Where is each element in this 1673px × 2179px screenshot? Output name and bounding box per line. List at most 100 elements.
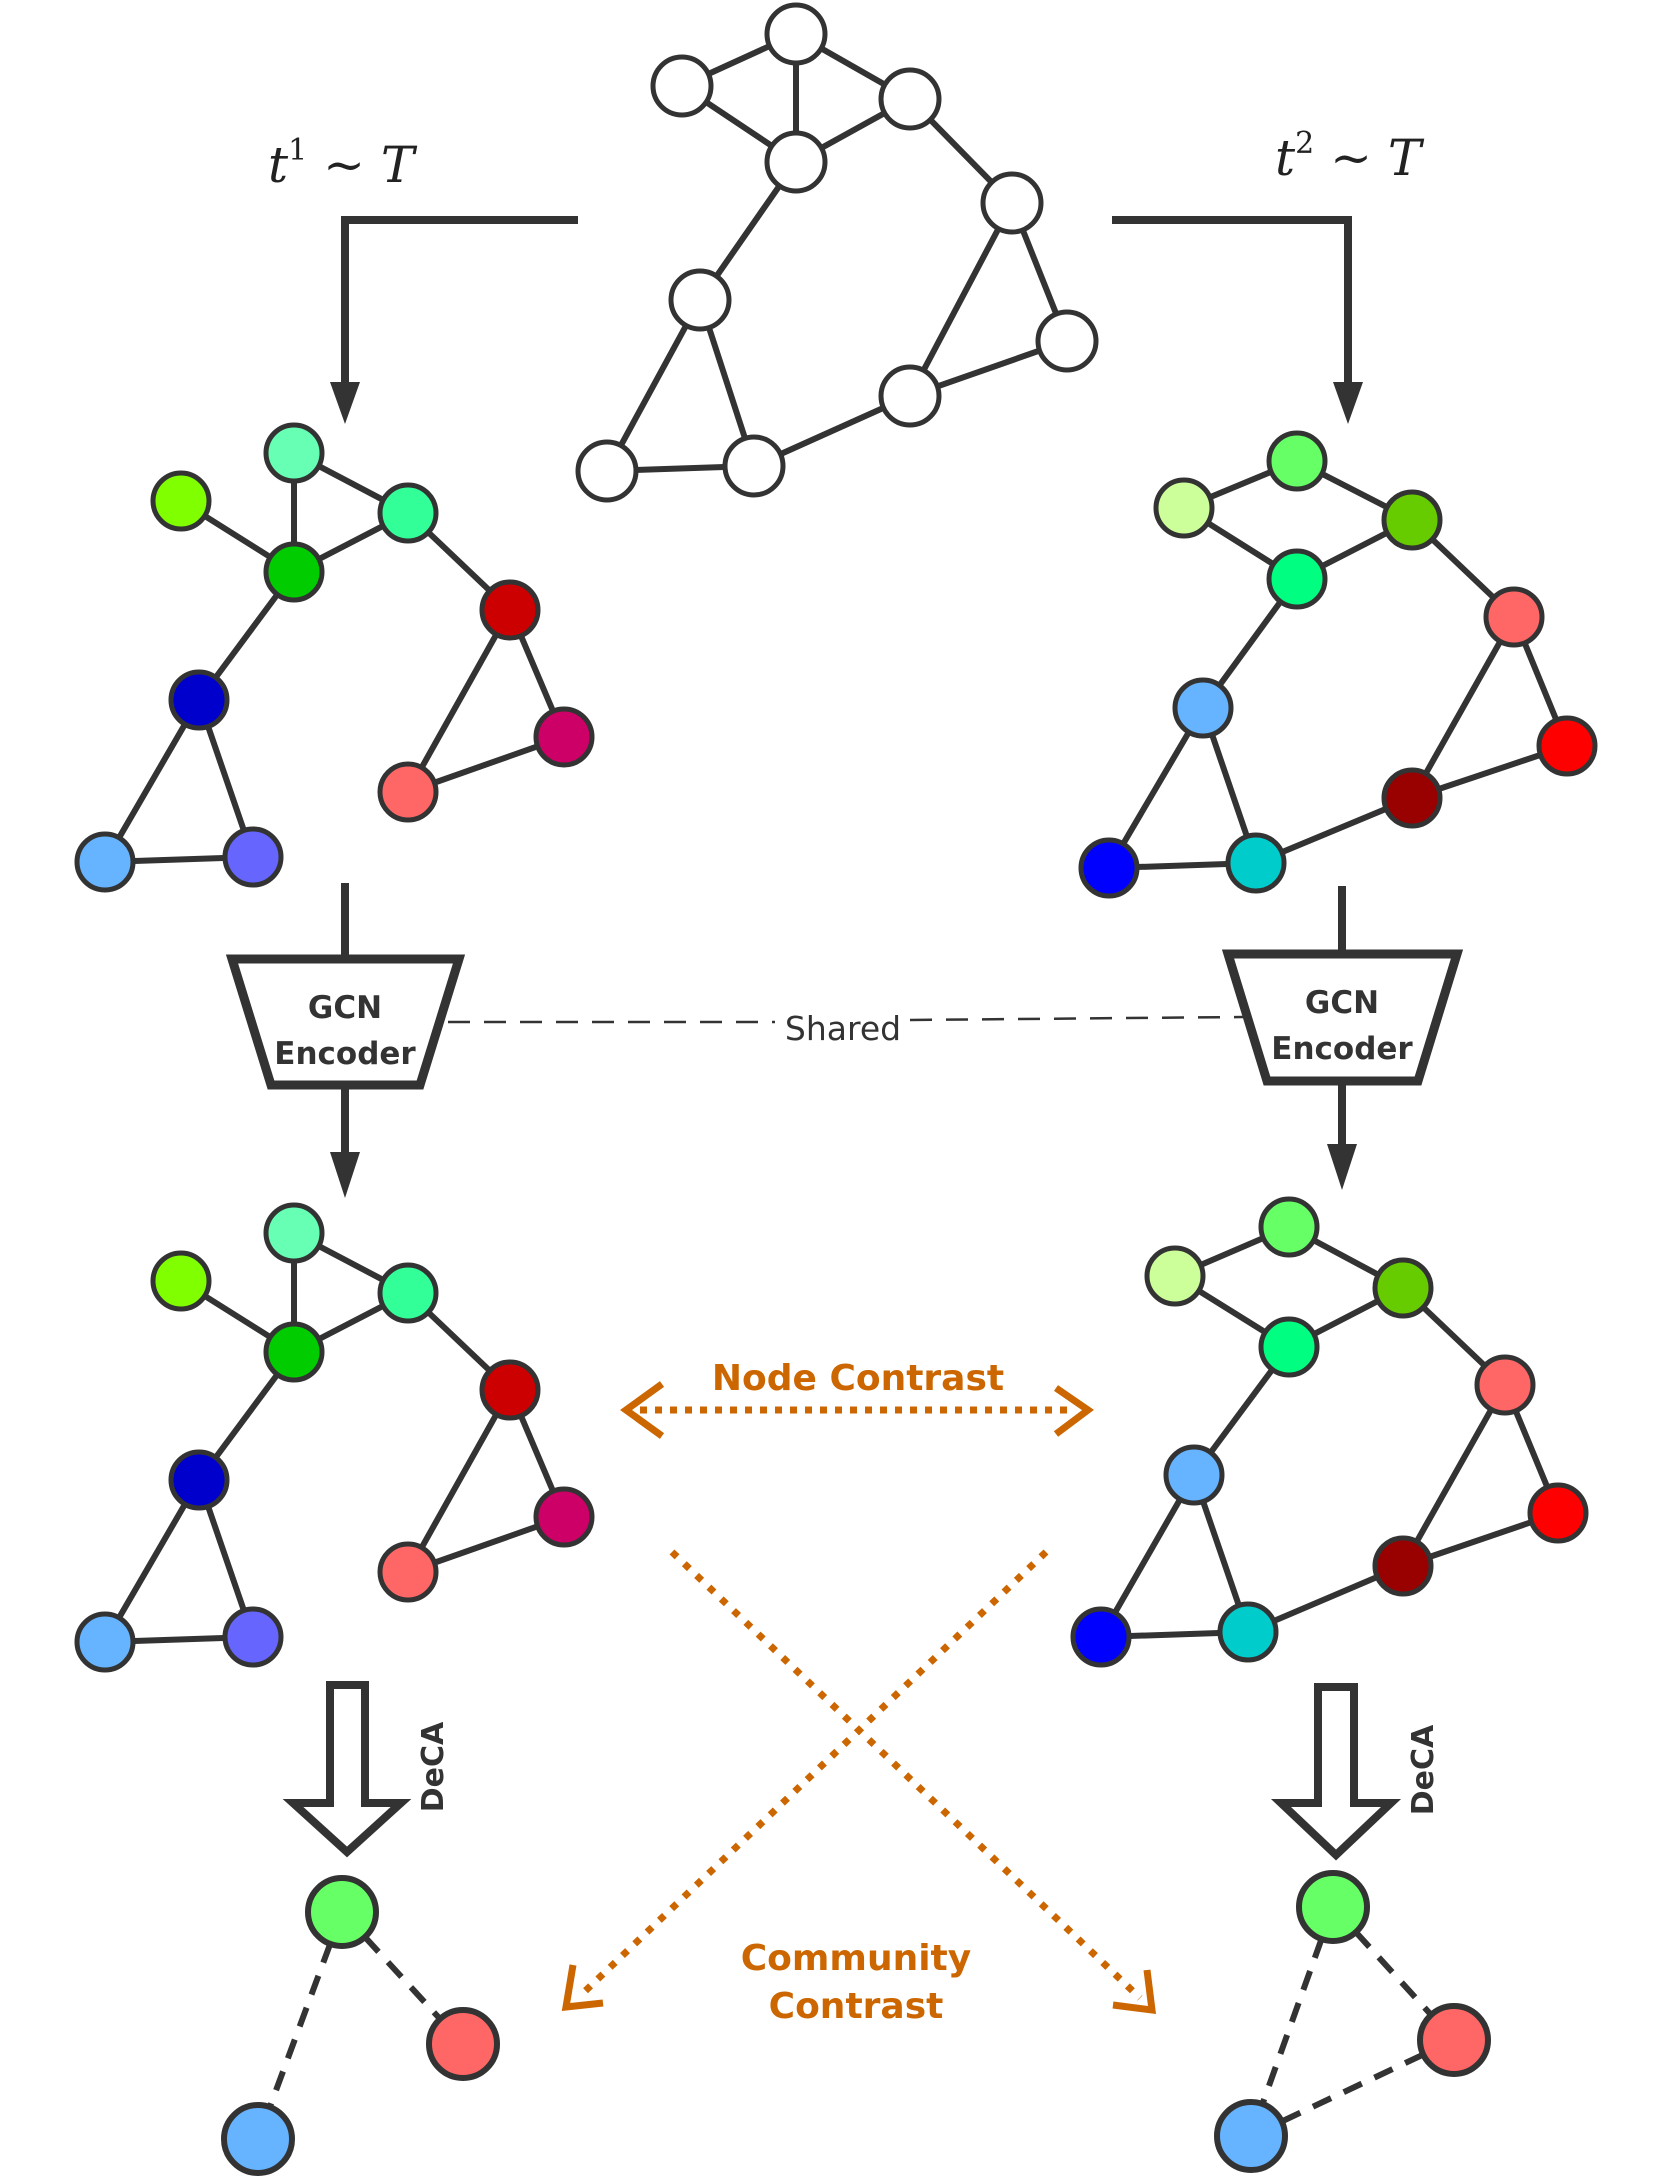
graph-node-b bbox=[150, 1250, 212, 1312]
gcn-encoder-left: GCN Encoder bbox=[225, 883, 466, 1198]
graph-node-j bbox=[222, 1606, 284, 1668]
graph-edge bbox=[1400, 1383, 1508, 1568]
augmented-view-1 bbox=[74, 422, 595, 893]
encoder-label-line2: Encoder bbox=[1271, 1031, 1413, 1067]
graph-node-i bbox=[74, 831, 136, 893]
graph-node-blue bbox=[1214, 2099, 1288, 2173]
aug2-sup: 2 bbox=[1295, 126, 1314, 161]
augmentation-arrow-right bbox=[1112, 216, 1363, 424]
graph-node-h bbox=[1381, 767, 1443, 829]
graph-node-f bbox=[168, 669, 230, 731]
chevron-left-icon bbox=[620, 1381, 665, 1439]
graph-node-d bbox=[1258, 1316, 1320, 1378]
chevron-down-left-icon bbox=[561, 1964, 604, 2011]
graph-node-i bbox=[575, 439, 639, 503]
graph-node-b bbox=[1144, 1245, 1206, 1307]
graph-node-e bbox=[1483, 586, 1545, 648]
deca-arrow-left: DeCA bbox=[282, 1681, 451, 1858]
embedded-view-2 bbox=[1070, 1196, 1589, 1668]
graph-node-g bbox=[533, 706, 595, 768]
deca-label: DeCA bbox=[1406, 1724, 1441, 1815]
graph-node-h bbox=[1372, 1535, 1434, 1597]
graph-node-d bbox=[263, 541, 325, 603]
graph-edge bbox=[1098, 1473, 1197, 1639]
block-arrow-down-icon bbox=[282, 1681, 412, 1858]
graph-node-h bbox=[377, 1541, 439, 1603]
aug1-sup: 1 bbox=[288, 133, 307, 168]
graph-node-j bbox=[222, 826, 284, 888]
graph-node-e bbox=[479, 579, 541, 641]
aug2-base: t bbox=[1275, 129, 1296, 187]
graph-edge bbox=[255, 1910, 345, 2141]
graph-edge bbox=[102, 1478, 202, 1644]
graph-node-green bbox=[305, 1875, 379, 1949]
graph-node-c bbox=[377, 1262, 439, 1324]
arrow-head-icon bbox=[1333, 382, 1363, 424]
graph-edge bbox=[604, 298, 703, 473]
graph-node-f bbox=[668, 268, 732, 332]
graph-node-g bbox=[533, 1486, 595, 1548]
graph-node-red bbox=[1417, 2003, 1491, 2077]
augmentation-label-2: t2 ~ T bbox=[1275, 126, 1425, 187]
graph-node-j bbox=[722, 434, 786, 498]
graph-node-b bbox=[650, 54, 714, 118]
graph-node-d bbox=[263, 1321, 325, 1383]
graph-node-e bbox=[980, 171, 1044, 235]
augmentation-arrow-left bbox=[330, 216, 578, 424]
node-contrast-arrow: Node Contrast bbox=[620, 1358, 1094, 1439]
shared-label: Shared bbox=[785, 1009, 901, 1048]
deca-label: DeCA bbox=[416, 1721, 451, 1812]
encoder-label-line2: Encoder bbox=[274, 1036, 416, 1072]
graph-node-f bbox=[168, 1449, 230, 1511]
graph-edge bbox=[1106, 706, 1206, 870]
graph-edge bbox=[1249, 2037, 1456, 2139]
aug2-rest: ~ T bbox=[1314, 129, 1425, 187]
graph-edge bbox=[907, 201, 1015, 398]
graph-node-h bbox=[878, 364, 942, 428]
shared-weights-link: Shared bbox=[448, 1000, 1244, 1048]
gcn-encoder-right: GCN Encoder bbox=[1221, 886, 1464, 1190]
aug1-rest: ~ T bbox=[307, 136, 418, 194]
embedded-view-1 bbox=[74, 1202, 595, 1673]
block-arrow-down-icon bbox=[1270, 1683, 1402, 1861]
graph-edge bbox=[405, 608, 513, 794]
graph-node-c bbox=[1372, 1257, 1434, 1319]
graph-node-red bbox=[426, 2007, 500, 2081]
graph-node-a bbox=[1258, 1196, 1320, 1258]
aug1-base: t bbox=[268, 136, 289, 194]
graph-node-d bbox=[1266, 548, 1328, 610]
arrow-head-icon bbox=[1327, 1144, 1357, 1190]
chevron-right-icon bbox=[1053, 1385, 1094, 1437]
chevron-down-right-icon bbox=[1112, 1969, 1157, 2015]
graph-node-a bbox=[263, 1202, 325, 1264]
graph-node-i bbox=[74, 1611, 136, 1673]
graph-node-e bbox=[1474, 1354, 1536, 1416]
graph-node-i bbox=[1070, 1606, 1132, 1668]
graph-edge bbox=[1409, 615, 1517, 800]
graph-node-d bbox=[764, 130, 828, 194]
community-graph-1 bbox=[221, 1875, 500, 2176]
graph-node-green bbox=[1296, 1870, 1370, 1944]
community-contrast-label-line2: Contrast bbox=[769, 1986, 944, 2027]
graph-node-i bbox=[1078, 837, 1140, 899]
graph-node-j bbox=[1225, 832, 1287, 894]
graph-node-g bbox=[1035, 309, 1099, 373]
original-graph bbox=[575, 2, 1099, 503]
graph-node-b bbox=[1153, 477, 1215, 539]
community-contrast-arrows: Community Contrast bbox=[561, 1549, 1157, 2027]
encoder-label-line1: GCN bbox=[1305, 985, 1379, 1021]
graph-node-a bbox=[263, 422, 325, 484]
arrow-head-icon bbox=[330, 382, 360, 424]
deca-arrow-right: DeCA bbox=[1270, 1683, 1441, 1861]
graph-node-b bbox=[150, 470, 212, 532]
community-contrast-label-line1: Community bbox=[741, 1938, 971, 1979]
encoder-label-line1: GCN bbox=[308, 990, 382, 1026]
node-contrast-label: Node Contrast bbox=[712, 1358, 1004, 1399]
graph-node-j bbox=[1217, 1601, 1279, 1663]
graph-node-h bbox=[377, 761, 439, 823]
graph-node-g bbox=[1536, 715, 1598, 777]
graph-node-c bbox=[1381, 489, 1443, 551]
graph-node-f bbox=[1172, 677, 1234, 739]
graph-node-a bbox=[1266, 430, 1328, 492]
arrow-head-icon bbox=[330, 1152, 360, 1198]
